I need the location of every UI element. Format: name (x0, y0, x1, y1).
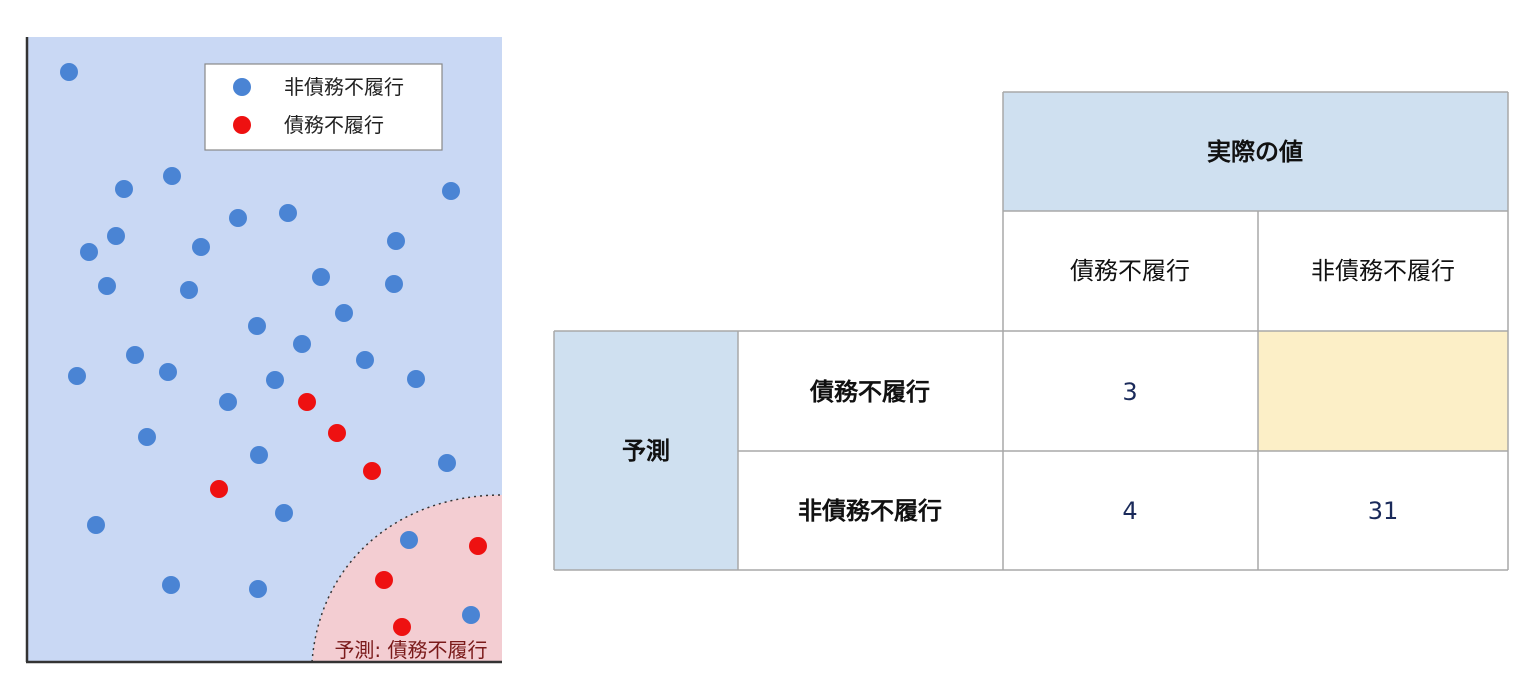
point-non-default (115, 180, 133, 198)
region-label: 予測: 債務不履行 (334, 638, 487, 662)
data-points (60, 63, 487, 636)
point-non-default (248, 317, 266, 335)
prediction-header-cell (554, 331, 738, 570)
point-non-default (192, 238, 210, 256)
cell-false-positive-highlight (1258, 331, 1508, 451)
point-non-default (407, 370, 425, 388)
point-non-default (275, 504, 293, 522)
predicted-default-region (312, 495, 502, 662)
cell-value-false-negative: 4 (1122, 497, 1137, 525)
legend-label-default: 債務不履行 (284, 113, 384, 137)
point-non-default (68, 367, 86, 385)
legend-label-non-default: 非債務不履行 (284, 75, 404, 99)
point-default (328, 424, 346, 442)
scatter-plot: 予測: 債務不履行 非債務不履行 債務不履行 (25, 37, 502, 664)
point-non-default (293, 335, 311, 353)
row-label-default: 債務不履行 (809, 378, 930, 406)
point-non-default (266, 371, 284, 389)
cell-true-negative (1258, 451, 1508, 570)
col-header-non-default (1258, 211, 1508, 331)
point-non-default (80, 243, 98, 261)
cell-value-true-negative: 31 (1368, 497, 1399, 525)
point-default (298, 393, 316, 411)
point-default (363, 462, 381, 480)
point-non-default (462, 606, 480, 624)
point-non-default (180, 281, 198, 299)
point-non-default (438, 454, 456, 472)
col-label-default: 債務不履行 (1070, 257, 1190, 285)
point-non-default (356, 351, 374, 369)
legend: 非債務不履行 債務不履行 (204, 63, 443, 151)
cell-true-positive (1003, 331, 1258, 451)
legend-marker-default (233, 116, 251, 134)
actual-header-label: 実際の値 (1207, 138, 1303, 166)
legend-box (204, 63, 443, 151)
row-label-non-default: 非債務不履行 (798, 497, 942, 525)
point-non-default (162, 576, 180, 594)
point-non-default (60, 63, 78, 81)
legend-marker-non-default (233, 78, 251, 96)
point-non-default (385, 275, 403, 293)
point-non-default (249, 580, 267, 598)
point-non-default (159, 363, 177, 381)
point-default (469, 537, 487, 555)
actual-header-cell (1003, 92, 1508, 211)
row-header-non-default (738, 451, 1003, 570)
point-non-default (107, 227, 125, 245)
row-header-default (738, 331, 1003, 451)
col-header-default (1003, 211, 1258, 331)
point-default (210, 480, 228, 498)
point-default (393, 618, 411, 636)
point-non-default (229, 209, 247, 227)
point-non-default (387, 232, 405, 250)
point-non-default (335, 304, 353, 322)
point-non-default (400, 531, 418, 549)
point-non-default (126, 346, 144, 364)
point-non-default (98, 277, 116, 295)
col-label-non-default: 非債務不履行 (1311, 257, 1455, 285)
point-non-default (250, 446, 268, 464)
point-non-default (87, 516, 105, 534)
point-non-default (219, 393, 237, 411)
point-default (375, 571, 393, 589)
point-non-default (279, 204, 297, 222)
point-non-default (138, 428, 156, 446)
region-boundary (311, 494, 502, 662)
cell-value-true-positive: 3 (1122, 378, 1137, 406)
matrix-grid (553, 91, 1509, 571)
point-non-default (163, 167, 181, 185)
cell-false-negative (1003, 451, 1258, 570)
point-non-default (442, 182, 460, 200)
point-non-default (312, 268, 330, 286)
prediction-header-label: 予測 (622, 437, 670, 465)
